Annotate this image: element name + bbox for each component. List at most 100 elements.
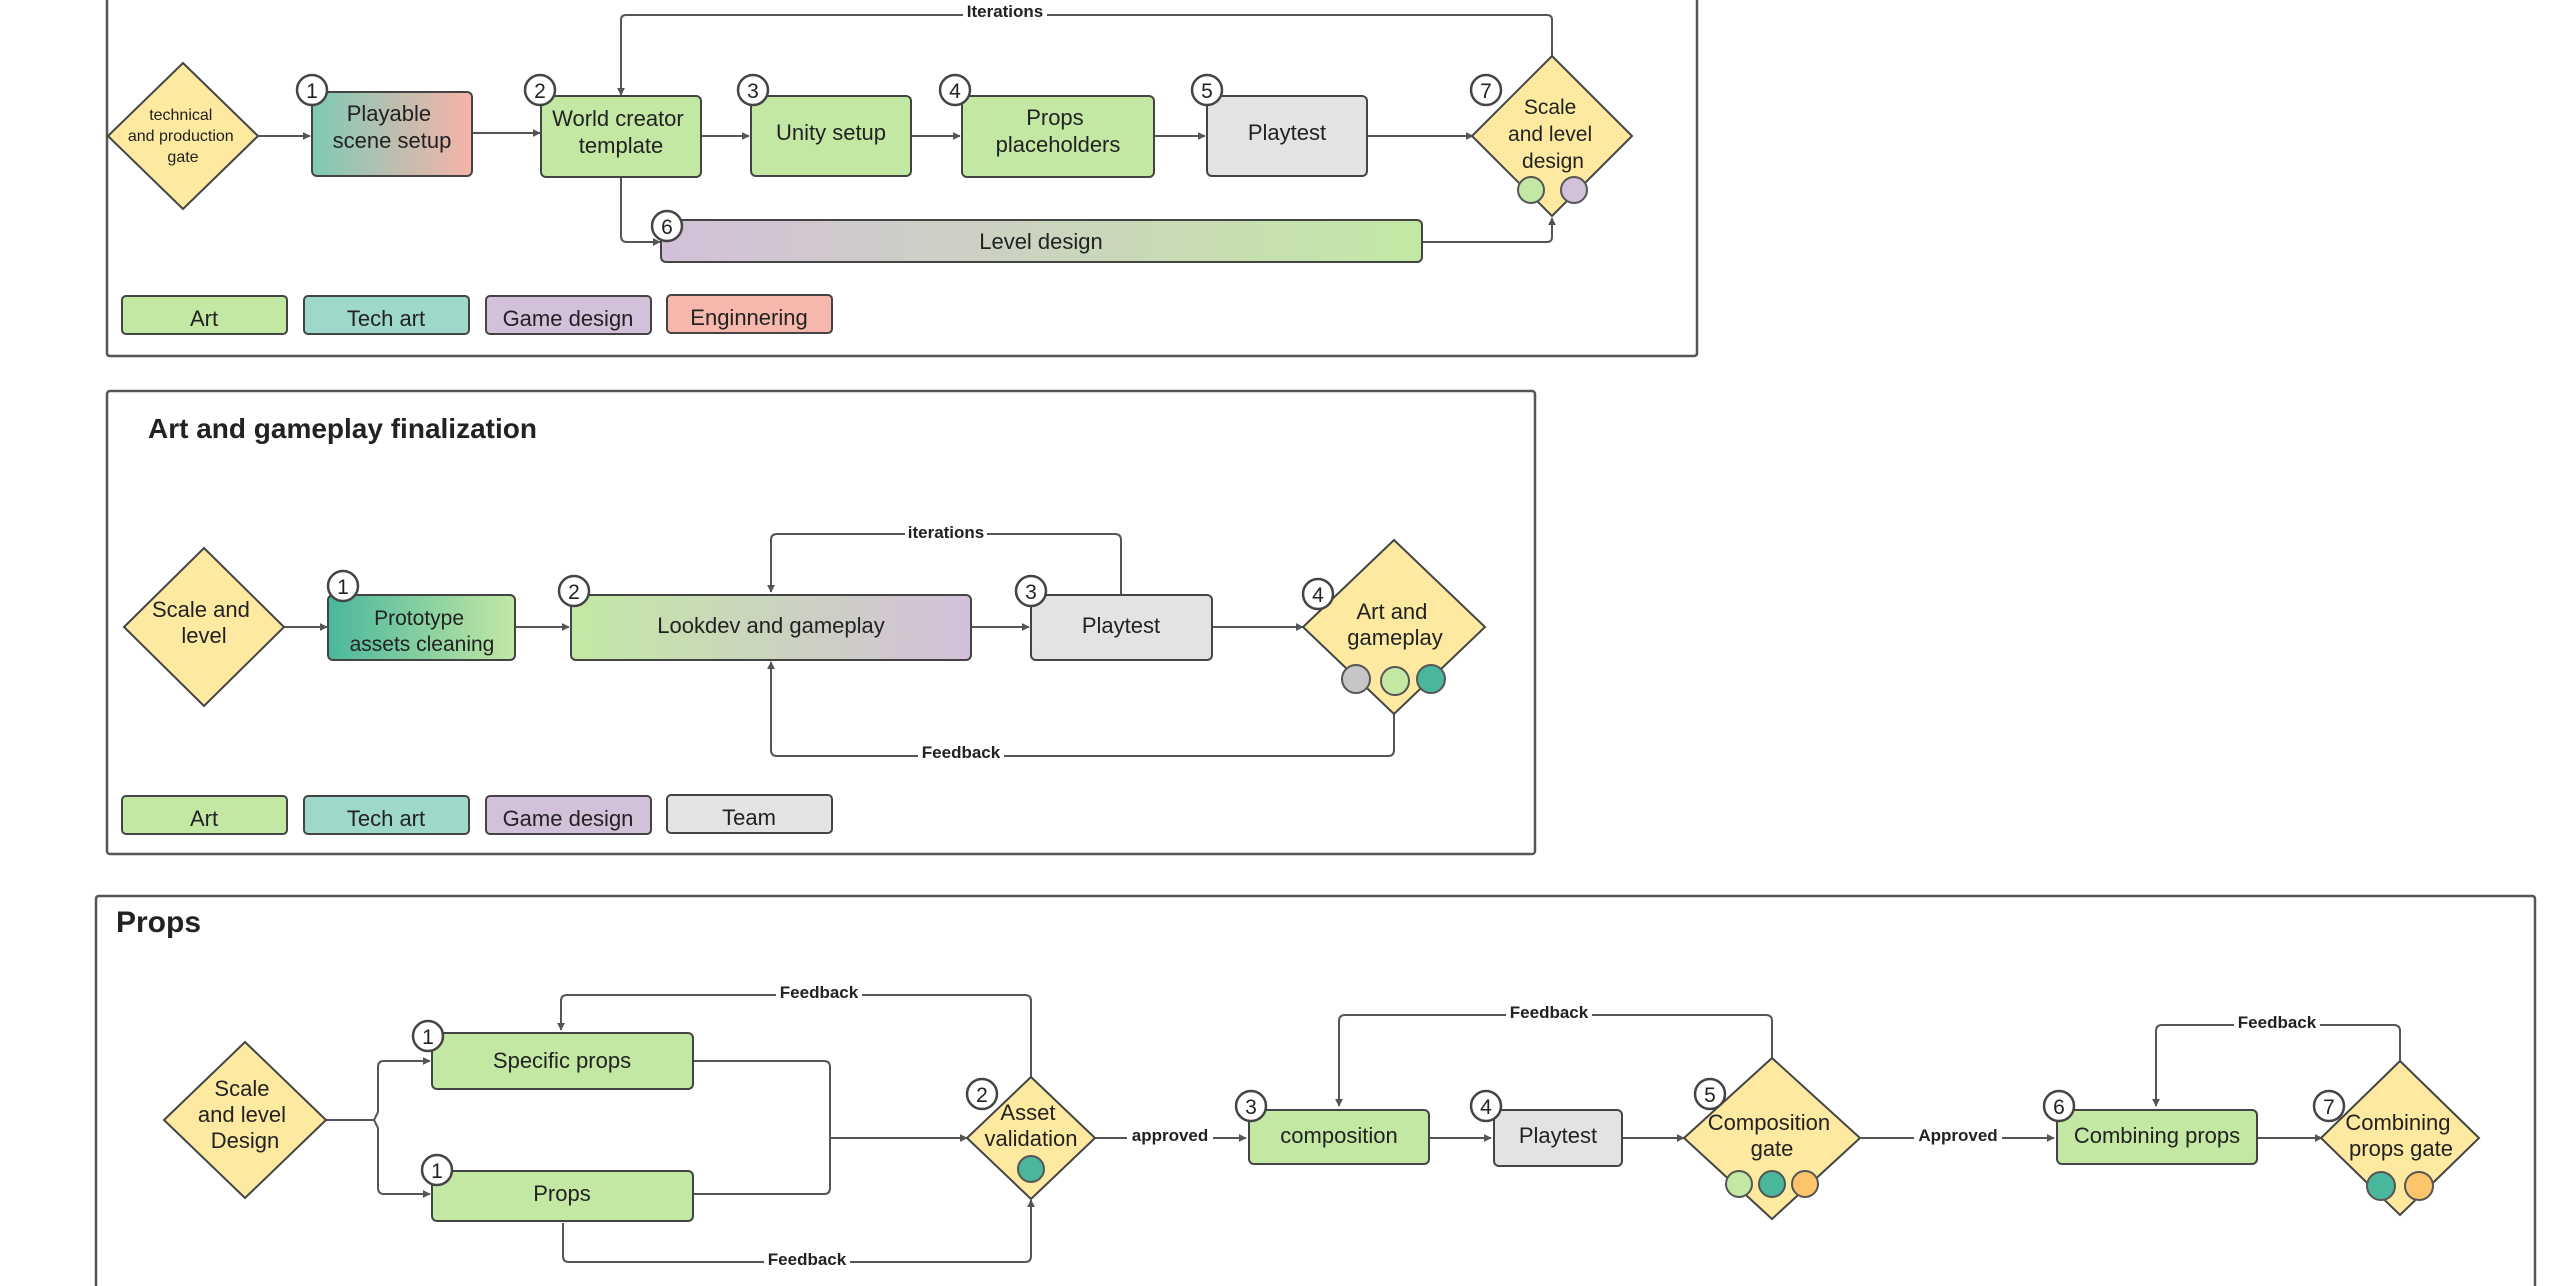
world-creator-template-label: World creator template: [552, 106, 690, 158]
playtest2-label: Playtest: [1082, 613, 1160, 638]
playtest-box: [1206, 95, 1368, 177]
edge-specific-merge: [693, 1060, 831, 1138]
gate2-dot-team: [1341, 664, 1371, 694]
legend-art-label: Art: [190, 306, 218, 331]
section-finalization: Art and gameplay finalization iterations…: [105, 389, 1537, 856]
step-badge-3: [736, 73, 770, 107]
combining-props-box: [2056, 1109, 2258, 1165]
gate3c-dot-orange: [2404, 1171, 2434, 1201]
step2-badge-2-number: 2: [568, 581, 580, 604]
legend-engineering: [666, 294, 833, 334]
step-badge-4: [938, 73, 972, 107]
playtest3-label: Playtest: [1519, 1123, 1597, 1148]
legend2-tech-art-label: Tech art: [347, 806, 425, 831]
prototype-assets-cleaning-box: [327, 594, 516, 661]
prototype-assets-cleaning-label: Prototype assets cleaning: [350, 607, 495, 656]
gate-asset-validation-label: Asset validation: [985, 1100, 1078, 1151]
step2-badge-3: [1014, 574, 1048, 608]
lookdev-gameplay-label: Lookdev and gameplay: [657, 613, 885, 638]
feedback3d-label: Feedback: [2238, 1013, 2317, 1032]
step2-badge-4: [1301, 577, 1335, 611]
props-label: Props: [533, 1181, 590, 1206]
legend2-art-label: Art: [190, 806, 218, 831]
legend-tech-art: [303, 295, 470, 335]
step3-badge-5: [1693, 1077, 1727, 1111]
step3-badge-7-number: 7: [2323, 1096, 2335, 1119]
section-finalization-title: Art and gameplay finalization: [148, 413, 537, 444]
edge-combgate-feedback: [2152, 1024, 2401, 1107]
props-box: [431, 1170, 694, 1222]
gate-scale-level: [122, 546, 286, 708]
unity-setup-box: [750, 95, 912, 177]
step-badge-3-number: 3: [747, 80, 759, 103]
iterations-label: Iterations: [967, 2, 1044, 21]
legend2-art: [121, 795, 288, 835]
feedback2-label: Feedback: [922, 743, 1001, 762]
edge-branch-props: [373, 1119, 431, 1198]
gate-asset-validation: [965, 1075, 1097, 1201]
step-badge-4-number: 4: [949, 80, 961, 103]
playtest3-box: [1493, 1109, 1623, 1167]
props-placeholders-box: [961, 95, 1155, 178]
legend-top: Art Tech art Game design Enginnering: [121, 294, 833, 335]
edge-branch-specific: [373, 1057, 431, 1121]
step-badge-1-number: 1: [306, 80, 318, 103]
world-creator-template-box: [540, 95, 702, 178]
step-badge-7-number: 7: [1480, 80, 1492, 103]
step2-badge-1-number: 1: [337, 576, 349, 599]
step-badge-7: [1469, 73, 1503, 107]
step2-badge-2: [557, 574, 591, 608]
feedback3b-label-bg: [764, 1252, 850, 1268]
gate-scale-level-design-3-label: Scale and level Design: [198, 1076, 292, 1153]
legend-game-design-label: Game design: [503, 306, 634, 331]
legend2-game-design: [485, 795, 652, 835]
gate-combining-props-label: Combining props gate: [2345, 1110, 2456, 1161]
gate-scale-level-design-3: [162, 1040, 328, 1200]
step2-badge-4-number: 4: [1312, 584, 1324, 607]
legend2-team: [666, 794, 833, 834]
step3-badge-5-number: 5: [1704, 1084, 1716, 1107]
specific-props-label: Specific props: [493, 1048, 631, 1073]
step-badge-2: [523, 73, 557, 107]
legend-art: [121, 295, 288, 335]
step-badges-top: 1 2 3 4 5 6 7: [295, 73, 1503, 243]
edge-feedback-loop-2: [767, 661, 1395, 757]
section-finalization-frame: [105, 389, 1537, 856]
feedback3b-label: Feedback: [768, 1250, 847, 1269]
step3-badge-4: [1469, 1089, 1503, 1123]
approved-label: approved: [1132, 1126, 1209, 1145]
step3-badge-2: [965, 1077, 999, 1111]
step3-badge-2-number: 2: [976, 1084, 988, 1107]
playable-scene-setup-label: Playable scene setup: [333, 101, 452, 153]
edge-leveldesign-scale: [1422, 217, 1556, 243]
section-props: Props Feedback Feedback approved Feedbac…: [94, 894, 2537, 1286]
step-badge-6-number: 6: [661, 216, 673, 239]
approved-caps-label-bg: [1914, 1128, 2002, 1144]
feedback3c-label: Feedback: [1510, 1003, 1589, 1022]
unity-setup-label: Unity setup: [776, 120, 886, 145]
gate3b-dot-art: [1725, 1170, 1753, 1198]
legend-finalization: Art Tech art Game design Team: [121, 794, 833, 835]
feedback3d-label-bg: [2234, 1015, 2320, 1031]
step3-badge-6-number: 6: [2053, 1096, 2065, 1119]
legend-engineering-label: Enginnering: [690, 305, 807, 330]
gate-scale-level-label: Scale and level: [152, 597, 256, 648]
step3-badge-1b-number: 1: [431, 1160, 443, 1183]
step3-badge-3: [1234, 1089, 1268, 1123]
lookdev-gameplay-box: [570, 594, 972, 661]
iterations2-label: iterations: [908, 523, 985, 542]
legend2-game-design-label: Game design: [503, 806, 634, 831]
iterations2-label-bg: [905, 525, 987, 541]
edge-world-leveldesign: [620, 177, 661, 246]
props-placeholders-label: Props placeholders: [996, 105, 1121, 157]
legend-game-design: [485, 295, 652, 335]
step-badge-2-number: 2: [534, 80, 546, 103]
edge-props-merge: [693, 1138, 831, 1195]
gate-dot-game-design: [1560, 176, 1588, 204]
feedback3c-label-bg: [1506, 1005, 1592, 1021]
iterations-label-bg: [963, 4, 1047, 20]
specific-props-box: [431, 1032, 694, 1090]
gate-scale-level-design: [1470, 54, 1634, 218]
gate3a-dot-tech-art: [1017, 1155, 1045, 1183]
